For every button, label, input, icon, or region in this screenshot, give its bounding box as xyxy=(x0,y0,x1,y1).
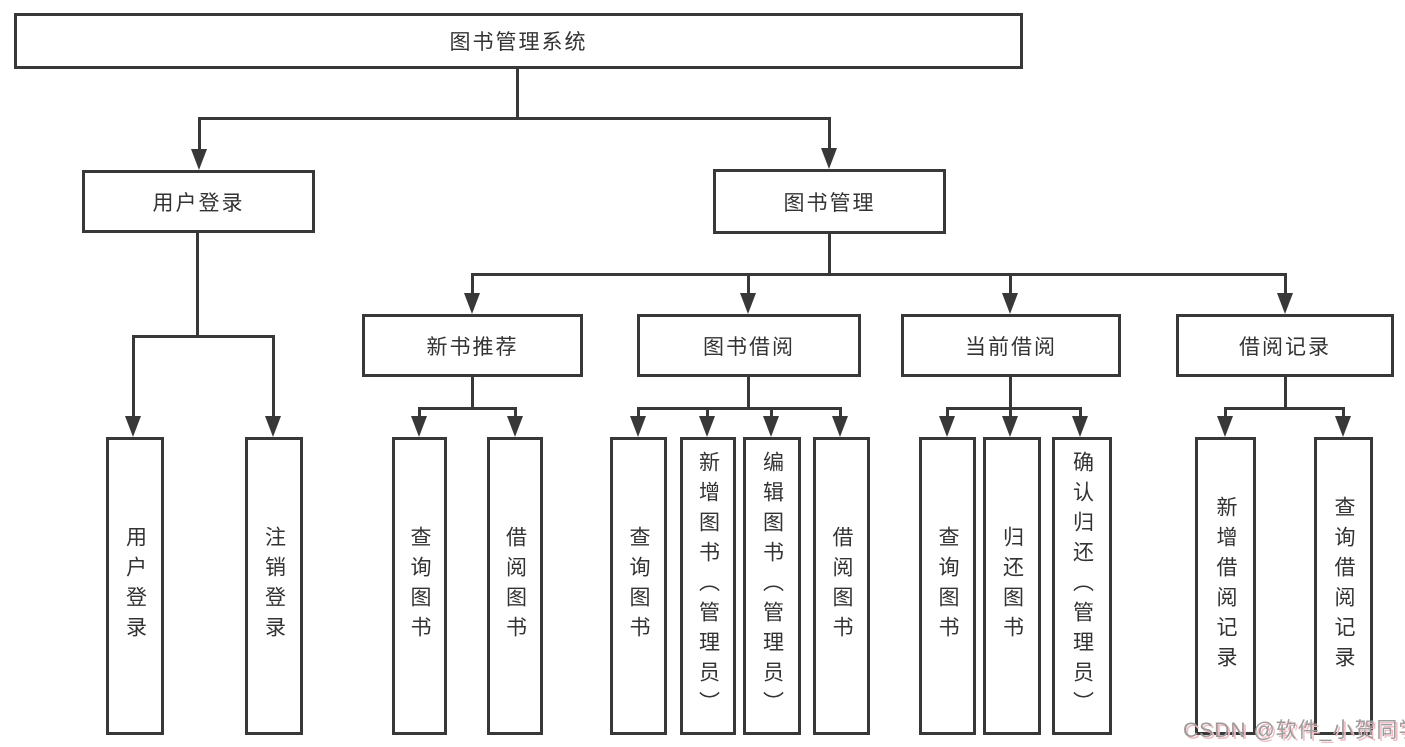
leaf-confirm-return-admin: 确认归还（管理员） xyxy=(1052,437,1112,735)
connector-line xyxy=(770,407,773,419)
arrow-down xyxy=(630,416,646,437)
leaf-return-books: 归还图书 xyxy=(983,437,1041,735)
node-root: 图书管理系统 xyxy=(14,13,1023,69)
leaf-user-login-label: 用户登录 xyxy=(123,526,147,646)
connector-line xyxy=(1224,407,1345,410)
node-current-borrowing: 当前借阅 xyxy=(901,314,1121,377)
leaf-query-books-borrow-label: 查询图书 xyxy=(627,526,650,646)
leaf-query-borrow-record-label: 查询借阅记录 xyxy=(1332,496,1355,676)
arrow-down xyxy=(763,416,779,437)
connector-line xyxy=(946,407,949,419)
leaf-edit-books-admin-label: 编辑图书（管理员） xyxy=(760,451,784,721)
node-root-label: 图书管理系统 xyxy=(449,31,588,54)
node-new-book-recommend-label: 新书推荐 xyxy=(426,335,519,359)
leaf-borrow-books-label: 借阅图书 xyxy=(830,526,853,646)
connector-line xyxy=(1009,273,1012,295)
connector-line xyxy=(471,273,1287,276)
connector-line xyxy=(706,407,709,419)
leaf-logout: 注销登录 xyxy=(245,437,303,735)
arrow-down xyxy=(191,149,207,170)
leaf-user-login: 用户登录 xyxy=(106,437,164,735)
connector-line xyxy=(198,117,201,151)
connector-line xyxy=(1284,273,1287,295)
node-book-management: 图书管理 xyxy=(713,169,946,234)
arrow-down xyxy=(1072,416,1088,437)
arrow-down xyxy=(832,416,848,437)
node-user-login-label: 用户登录 xyxy=(152,191,245,215)
arrow-down xyxy=(1002,416,1018,437)
arrow-down xyxy=(1335,416,1351,437)
connector-line xyxy=(272,335,275,417)
leaf-add-books-admin-label: 新增图书（管理员） xyxy=(696,451,720,721)
leaf-return-books-label: 归还图书 xyxy=(1000,526,1024,646)
leaf-query-borrow-record: 查询借阅记录 xyxy=(1314,437,1373,735)
leaf-add-books-admin: 新增图书（管理员） xyxy=(680,437,736,735)
connector-line xyxy=(418,407,421,419)
connector-line xyxy=(418,407,517,410)
connector-line xyxy=(747,377,750,410)
connector-line xyxy=(839,407,842,419)
connector-line xyxy=(747,273,750,295)
node-new-book-recommend: 新书推荐 xyxy=(362,314,583,377)
connector-line xyxy=(637,407,640,419)
connector-line xyxy=(1342,407,1345,419)
arrow-down xyxy=(1002,293,1018,314)
arrow-down xyxy=(821,148,837,169)
connector-line xyxy=(637,407,842,410)
arrow-down xyxy=(939,416,955,437)
leaf-add-borrow-record: 新增借阅记录 xyxy=(1195,437,1256,735)
node-book-management-label: 图书管理 xyxy=(783,191,876,215)
leaf-query-books-newbook: 查询图书 xyxy=(392,437,447,735)
node-book-borrowing: 图书借阅 xyxy=(637,314,861,377)
arrow-down xyxy=(265,416,281,437)
leaf-query-books-newbook-label: 查询图书 xyxy=(408,526,431,646)
connector-line xyxy=(471,273,474,295)
node-borrowing-records: 借阅记录 xyxy=(1176,314,1394,377)
node-user-login: 用户登录 xyxy=(82,170,315,233)
leaf-logout-label: 注销登录 xyxy=(262,526,286,646)
arrow-down xyxy=(740,293,756,314)
leaf-query-books-current: 查询图书 xyxy=(919,437,976,735)
node-book-borrowing-label: 图书借阅 xyxy=(703,335,795,359)
connector-line xyxy=(514,407,517,419)
arrow-down xyxy=(699,416,715,437)
arrow-down xyxy=(1217,416,1233,437)
leaf-query-books-borrow: 查询图书 xyxy=(610,437,667,735)
arrow-down xyxy=(464,293,480,314)
connector-line xyxy=(1224,407,1227,419)
connector-line xyxy=(1079,407,1082,419)
connector-line xyxy=(828,234,831,276)
arrow-down xyxy=(1277,293,1293,314)
connector-line xyxy=(1009,377,1012,410)
connector-line xyxy=(1284,377,1287,410)
node-borrowing-records-label: 借阅记录 xyxy=(1239,335,1331,359)
connector-line xyxy=(196,233,199,338)
connector-line xyxy=(828,117,831,151)
connector-line xyxy=(946,407,1082,410)
node-current-borrowing-label: 当前借阅 xyxy=(965,335,1057,359)
leaf-add-borrow-record-label: 新增借阅记录 xyxy=(1214,496,1237,676)
leaf-borrow-books-newbook: 借阅图书 xyxy=(487,437,543,735)
arrow-down xyxy=(411,416,427,437)
connector-line xyxy=(516,69,519,117)
connector-line xyxy=(471,377,474,410)
arrow-down xyxy=(507,416,523,437)
connector-line xyxy=(198,117,831,120)
connector-line xyxy=(132,335,135,417)
csdn-watermark: CSDN @软件_小贺同学 xyxy=(1183,719,1405,742)
leaf-confirm-return-admin-label: 确认归还（管理员） xyxy=(1070,451,1094,721)
leaf-edit-books-admin: 编辑图书（管理员） xyxy=(743,437,801,735)
connector-line xyxy=(1009,407,1012,419)
leaf-borrow-books-newbook-label: 借阅图书 xyxy=(503,526,527,646)
leaf-borrow-books: 借阅图书 xyxy=(813,437,870,735)
arrow-down xyxy=(125,416,141,437)
connector-line xyxy=(132,335,274,338)
leaf-query-books-current-label: 查询图书 xyxy=(936,526,959,646)
